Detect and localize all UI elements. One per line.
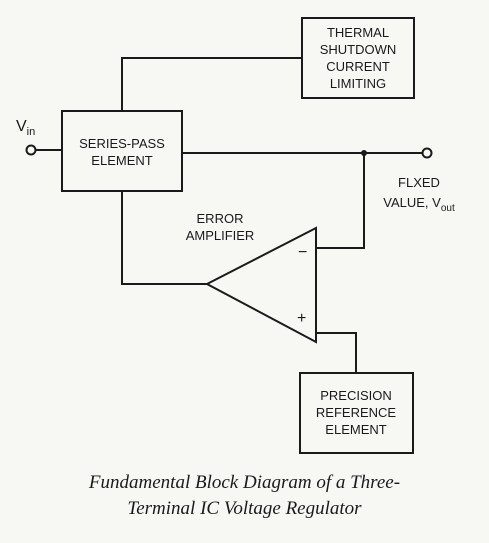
thermal-line-1: THERMAL [327,25,389,40]
wire-thermal [121,57,302,111]
block-diagram: THERMAL SHUTDOWN CURRENT LIMITING SERIES… [16,17,455,454]
error-amplifier-triangle [204,226,317,344]
thermal-line-2: SHUTDOWN [320,42,397,57]
reference-line-3: ELEMENT [325,422,386,437]
wire-reference [316,332,357,373]
thermal-line-4: LIMITING [330,76,386,91]
thermal-line-3: CURRENT [326,59,390,74]
output-junction-dot [361,150,367,156]
noninverting-input-sign: + [297,310,306,327]
vout-label-line-1: FLXED [398,175,440,190]
series-pass-box [61,110,183,192]
series-pass-line-2: ELEMENT [91,153,152,168]
inverting-input-sign: − [298,244,307,261]
figure-caption-line-2: Terminal IC Voltage Regulator [127,498,362,519]
vin-subscript: in [27,126,36,138]
vin-terminal [25,144,37,156]
vout-terminal [421,147,433,159]
figure-caption-line-1: Fundamental Block Diagram of a Three- [88,472,401,493]
wire-drive [121,191,207,285]
series-pass-line-1: SERIES-PASS [79,136,165,151]
reference-line-1: PRECISION [320,388,392,403]
reference-line-2: REFERENCE [316,405,397,420]
wire-feedback [316,153,365,249]
error-amplifier-line-2: AMPLIFIER [186,228,255,243]
vin-label: Vin [16,118,35,138]
vout-label-line-2: VALUE, Vout [383,195,455,214]
vout-subscript: out [441,203,455,214]
error-amplifier-line-1: ERROR [197,211,244,226]
